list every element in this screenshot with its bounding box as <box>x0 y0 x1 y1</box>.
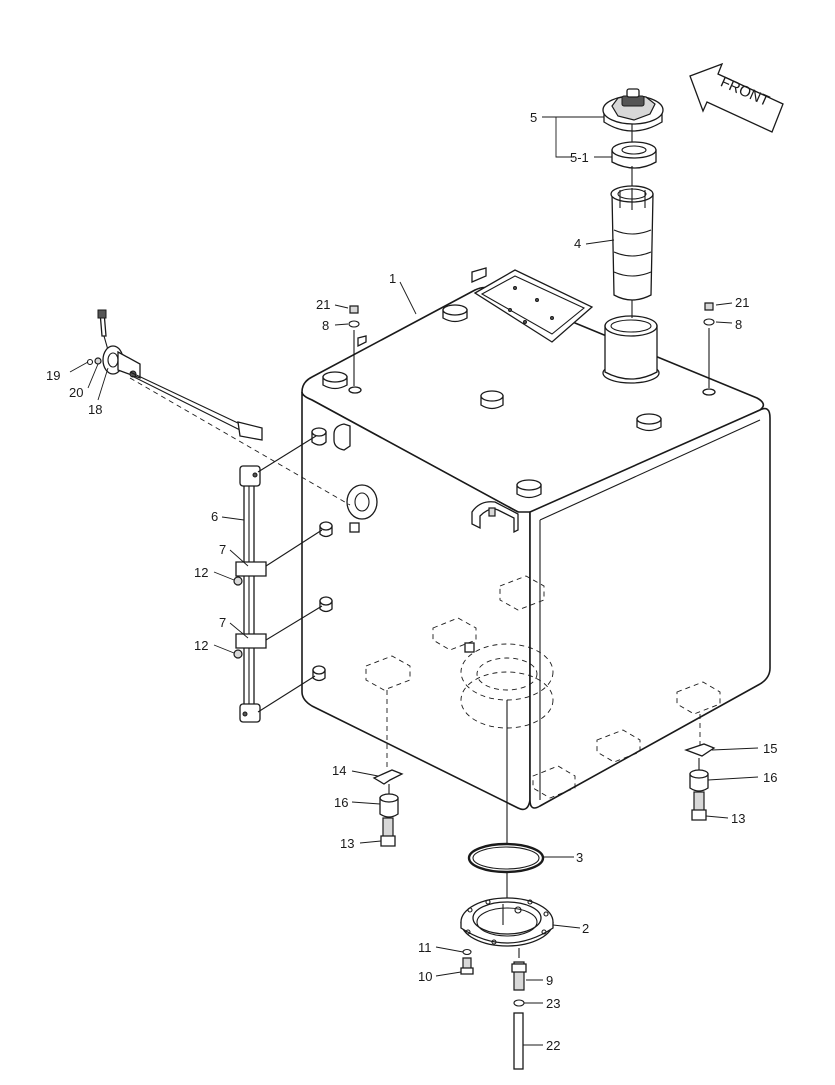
callout-5: 5 <box>530 110 537 125</box>
callout-6: 6 <box>211 509 218 524</box>
bottom-cover-assembly <box>460 700 554 1070</box>
callout-14: 14 <box>332 763 346 778</box>
mount-feet <box>372 690 716 847</box>
callout-7b: 7 <box>219 615 226 630</box>
top-bolts <box>348 302 715 388</box>
callout-9: 9 <box>546 973 553 988</box>
front-direction-arrow: FRONT <box>689 62 784 133</box>
callout-4: 4 <box>574 236 581 251</box>
callout-2: 2 <box>582 921 589 936</box>
callout-19: 19 <box>46 368 60 383</box>
callout-12b: 12 <box>194 638 208 653</box>
callout-12a: 12 <box>194 565 208 580</box>
callout-23: 23 <box>546 996 560 1011</box>
callout-5-1: 5-1 <box>570 150 589 165</box>
callout-22: 22 <box>546 1038 560 1053</box>
leader-lines <box>69 116 759 1046</box>
callout-8r: 8 <box>735 317 742 332</box>
callout-16l: 16 <box>334 795 348 810</box>
level-sender-unit <box>86 309 351 506</box>
callout-15: 15 <box>763 741 777 756</box>
callout-13r: 13 <box>731 811 745 826</box>
top-bosses <box>322 267 716 499</box>
level-gauge <box>233 435 323 723</box>
callout-13l: 13 <box>340 836 354 851</box>
callout-3: 3 <box>576 850 583 865</box>
callout-11: 11 <box>418 940 432 955</box>
filler-cap-assembly <box>602 88 664 318</box>
tank-body <box>301 267 771 811</box>
callout-21l: 21 <box>316 297 330 312</box>
callout-21r: 21 <box>735 295 749 310</box>
callout-1: 1 <box>389 271 396 286</box>
callout-labels: 1 2 3 4 5 5-1 6 7 7 8 8 9 10 11 12 12 13… <box>46 110 777 1053</box>
callout-20: 20 <box>69 385 83 400</box>
callout-7a: 7 <box>219 542 226 557</box>
callout-18: 18 <box>88 402 102 417</box>
callout-16r: 16 <box>763 770 777 785</box>
callout-10: 10 <box>418 969 432 984</box>
callout-8l: 8 <box>322 318 329 333</box>
